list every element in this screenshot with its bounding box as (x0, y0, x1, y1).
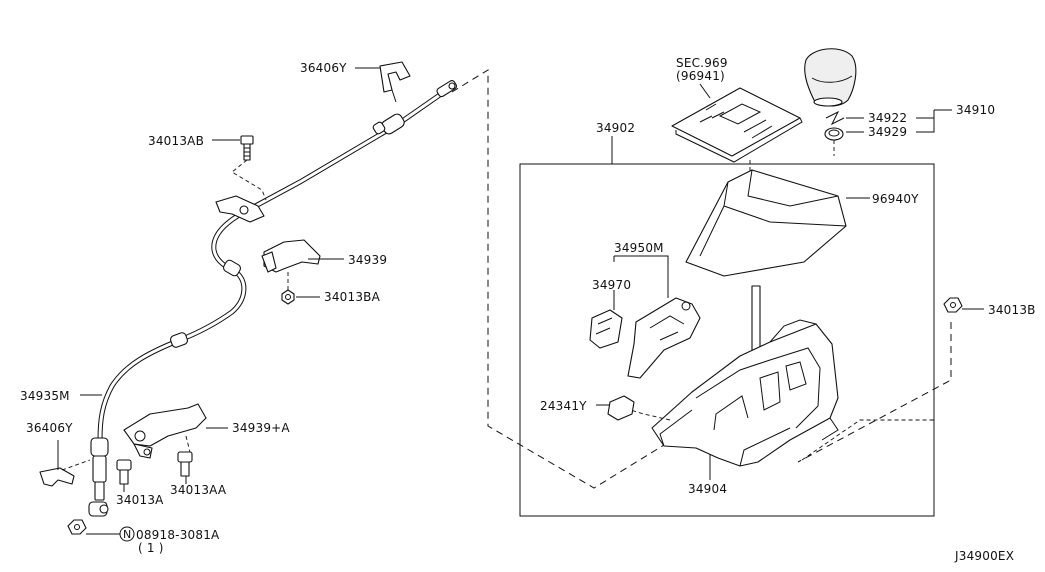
nut-connection-dashed-line (797, 322, 952, 463)
assembly-34902-box (519, 163, 935, 517)
shifter-base-34904 (651, 285, 839, 467)
label-34902: 34902 (596, 121, 635, 135)
label-08918-qty: ( 1 ) (138, 541, 164, 555)
bolt-34013ab (240, 135, 254, 161)
label-96941: (96941) (676, 69, 725, 83)
label-34910: 34910 (956, 103, 995, 117)
label-34013ab: 34013AB (148, 134, 204, 148)
console-cover-96940y (685, 169, 847, 277)
label-34950m: 34950M (614, 241, 664, 255)
label-08918-3081a: 08918-3081A (136, 528, 220, 542)
spring-34922 (825, 110, 845, 126)
clip-36406y-top (379, 61, 411, 103)
label-34939a: 34939+A (232, 421, 290, 435)
label-96940y: 96940Y (872, 192, 919, 206)
switch-34970 (589, 309, 623, 349)
label-34904: 34904 (688, 482, 727, 496)
label-34013b: 34013B (988, 303, 1036, 317)
bracket-34939a (123, 403, 207, 459)
cable-connection-dashed-line (451, 69, 678, 489)
shift-knob-34910 (804, 48, 857, 107)
clip-24341y (607, 395, 635, 421)
label-34013aa: 34013AA (170, 483, 227, 497)
label-34013ba: 34013BA (324, 290, 381, 304)
bracket-34939 (261, 239, 321, 273)
bolt-34013aa (177, 451, 193, 477)
indicator-plate-96941 (671, 87, 803, 163)
shift-cable-34935m (88, 80, 458, 517)
label-36406y-top: 36406Y (300, 61, 347, 75)
label-n-mark: N (123, 528, 131, 541)
label-34929: 34929 (868, 125, 907, 139)
label-24341y: 24341Y (540, 399, 587, 413)
label-34013a: 34013A (116, 493, 164, 507)
diagram-code: J34900EX (954, 549, 1014, 563)
label-36406y-bottom: 36406Y (26, 421, 73, 435)
ring-34929 (824, 127, 844, 141)
switch-34950m (627, 297, 701, 379)
label-34935m: 34935M (20, 389, 70, 403)
bolt-34013a (116, 459, 132, 485)
label-34970: 34970 (592, 278, 631, 292)
nut-08918-3081a (67, 519, 87, 535)
label-34939: 34939 (348, 253, 387, 267)
clip-36406y-bottom (39, 467, 75, 487)
label-34922: 34922 (868, 111, 907, 125)
label-sec-969: SEC.969 (676, 56, 728, 70)
nut-34013b (943, 297, 963, 313)
n-circle-mark (119, 526, 135, 542)
nut-34013ba (281, 289, 295, 305)
